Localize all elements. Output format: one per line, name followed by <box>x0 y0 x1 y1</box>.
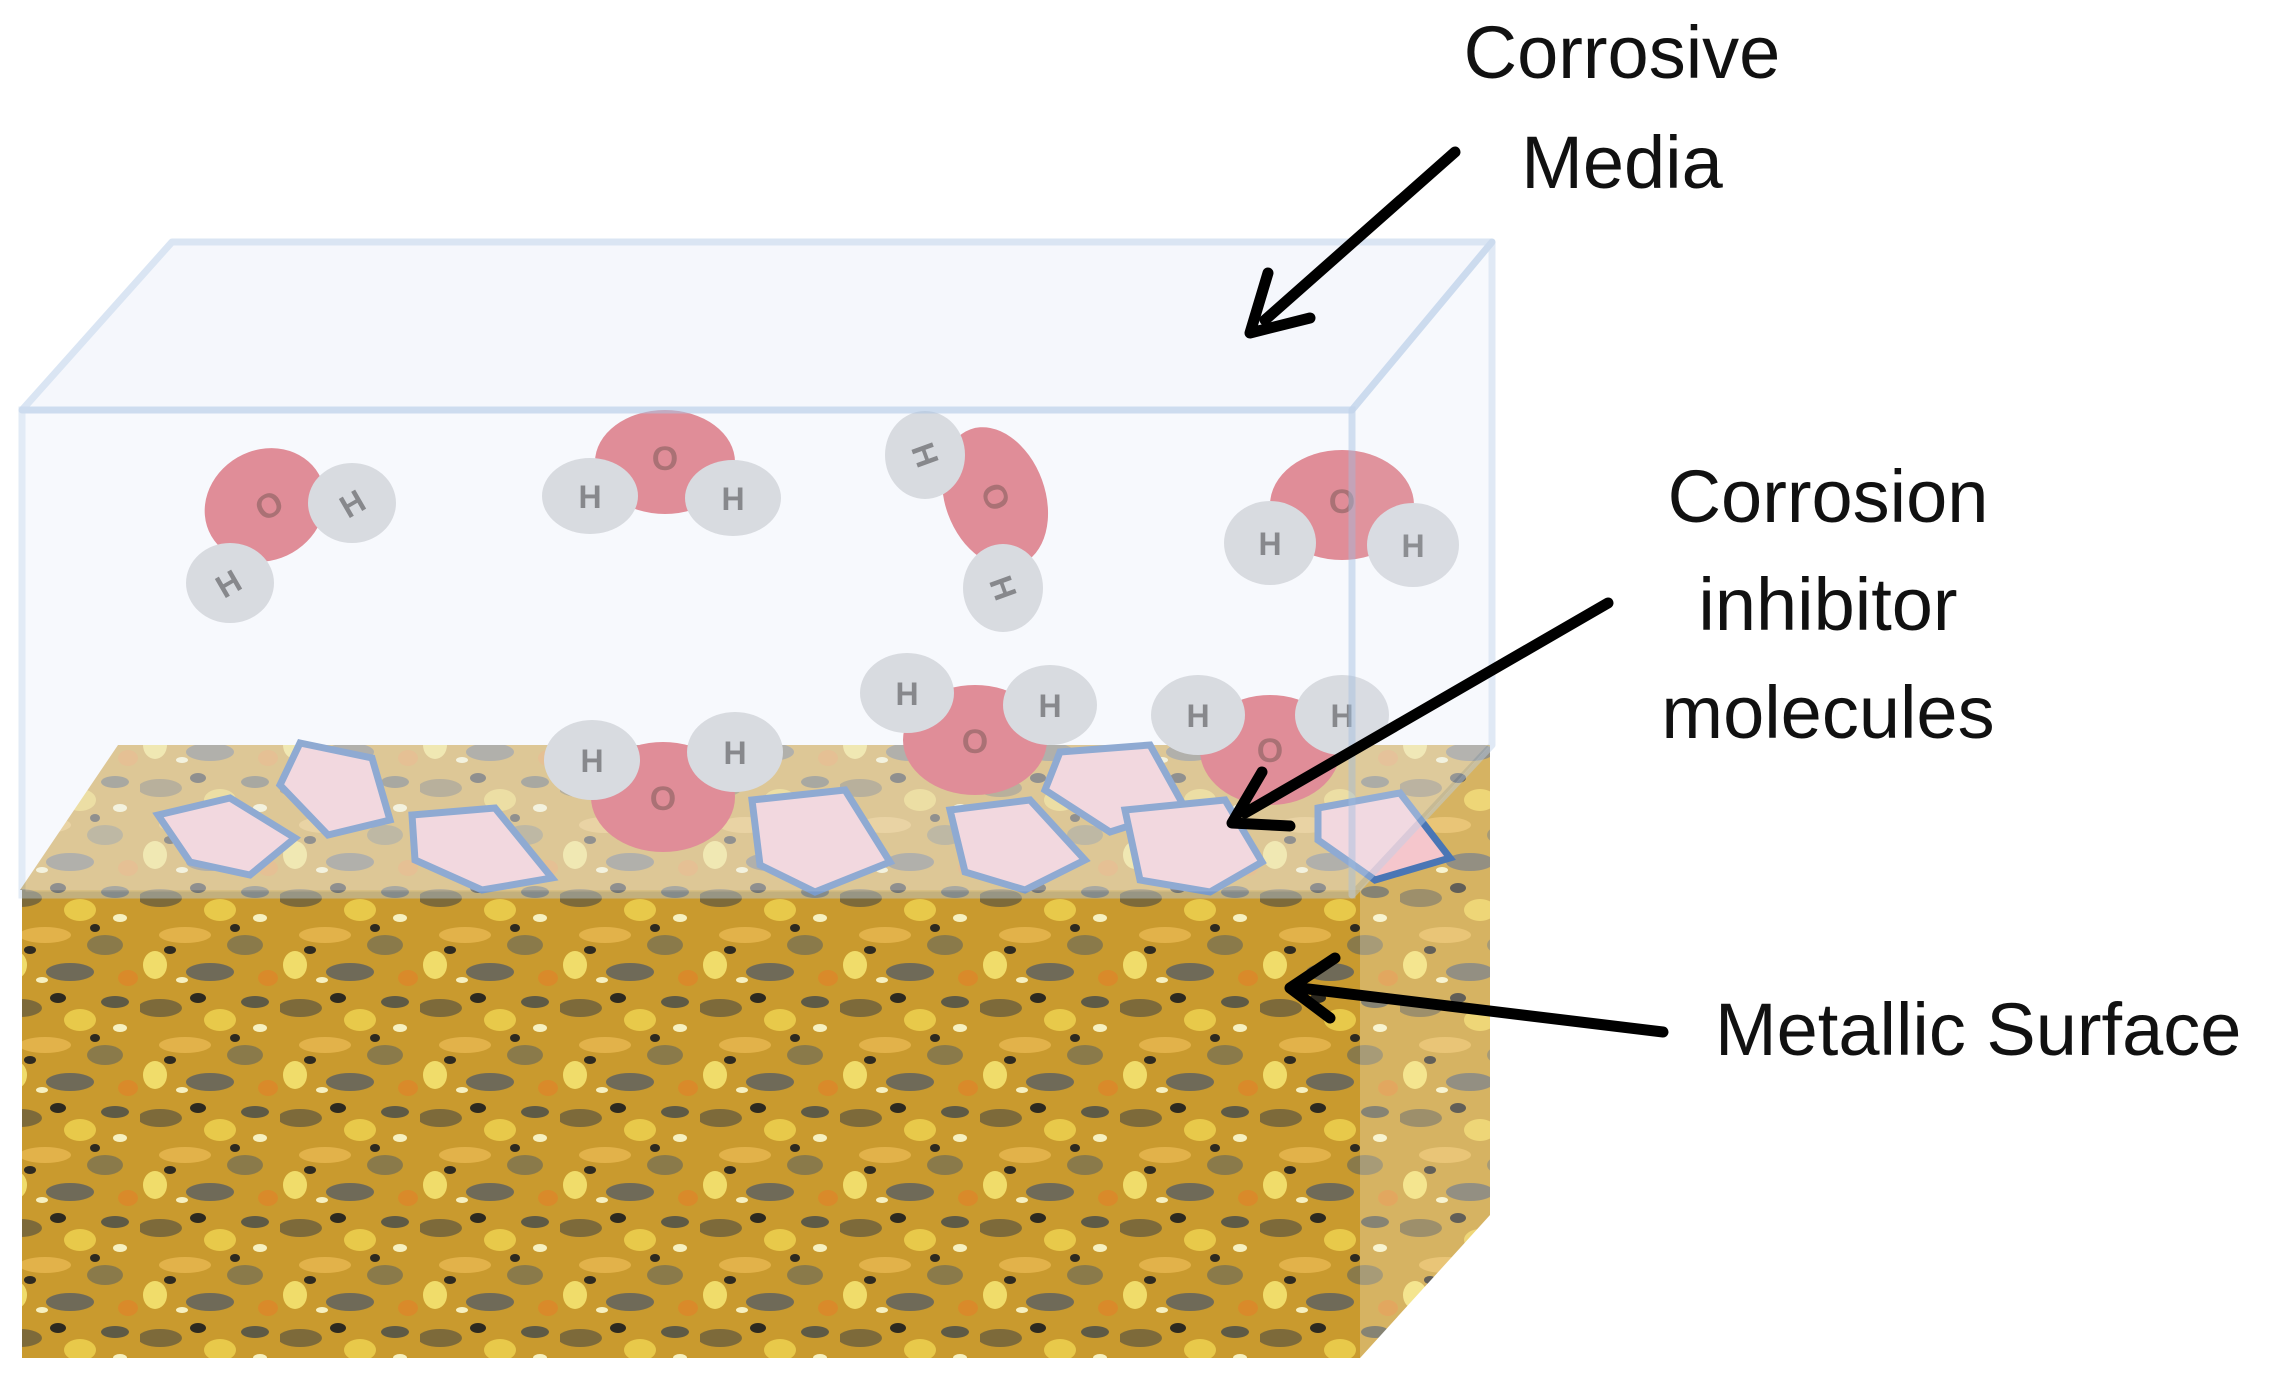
label-inhibitor-line3: molecules <box>1661 671 1994 754</box>
labels: Corrosive Media Corrosion inhibitor mole… <box>1464 11 2242 1071</box>
arrowhead-media <box>1244 267 1316 339</box>
metal-block <box>20 745 1490 1358</box>
inhibitor-molecule <box>275 739 395 839</box>
hydrogen-atom <box>860 653 954 733</box>
hydrogen-atom <box>885 411 965 499</box>
arrow-to-metal <box>1294 982 1669 1038</box>
oxygen-symbol: O <box>650 780 676 818</box>
arrowhead-inhibitor <box>1226 766 1296 832</box>
hydrogen-symbol: H <box>580 743 603 779</box>
water-molecule: O H H <box>542 410 781 536</box>
media-front-face <box>18 406 1356 899</box>
hydrogen-atom <box>1224 501 1316 585</box>
inhibitor-layer <box>152 739 1456 896</box>
hydrogen-symbol: H <box>1401 528 1424 564</box>
label-inhibitor-line1: Corrosion <box>1668 455 1989 538</box>
inhibitor-molecule <box>945 796 1091 894</box>
hydrogen-symbol: H <box>723 735 746 771</box>
oxygen-symbol: O <box>652 440 678 478</box>
oxygen-atom <box>941 427 1049 567</box>
hydrogen-symbol: H <box>1258 526 1281 562</box>
metal-side-shade <box>1360 745 1490 1358</box>
media-top-face <box>18 238 1496 414</box>
water-molecule: O H H <box>1224 450 1459 587</box>
corrosive-media-box <box>18 238 1496 899</box>
hydrogen-symbol: H <box>1330 698 1353 734</box>
metal-front-face <box>22 890 1360 1358</box>
inhibitor-molecule <box>408 804 559 894</box>
hydrogen-atom <box>687 712 783 792</box>
inhibitor-molecule <box>1314 789 1456 884</box>
hydrogen-symbol: H <box>1038 688 1061 724</box>
label-metallic-surface: Metallic Surface <box>1715 988 2241 1071</box>
hydrogen-atom <box>1367 503 1459 587</box>
oxygen-symbol: O <box>1329 483 1355 521</box>
water-molecule: O H H <box>885 411 1049 632</box>
annotation-arrows <box>1226 146 1669 1038</box>
hydrogen-atom <box>186 543 274 623</box>
metal-side-face <box>1360 745 1490 1358</box>
hydrogen-symbol: H <box>721 481 744 517</box>
hydrogen-atom <box>542 458 638 534</box>
arrowhead-metal <box>1284 952 1341 1024</box>
hydrogen-atom <box>1295 675 1389 755</box>
water-molecule: O H H <box>544 712 783 852</box>
hydrogen-symbol: H <box>1186 698 1209 734</box>
arrow-to-media <box>1259 146 1461 326</box>
arrow-to-inhibitor <box>1239 597 1614 819</box>
hydrogen-symbol: H <box>578 479 601 515</box>
label-inhibitor-line2: inhibitor <box>1698 563 1957 646</box>
water-molecule: O H H <box>186 448 396 623</box>
oxygen-symbol: O <box>1257 732 1283 770</box>
label-corrosive-media-line2: Media <box>1521 121 1723 204</box>
oxygen-atom <box>204 448 326 562</box>
hydrogen-atom <box>1003 665 1097 745</box>
hydrogen-symbol: H <box>895 676 918 712</box>
hydrogen-atom <box>544 720 640 800</box>
inhibitor-molecule <box>748 786 896 896</box>
oxygen-symbol: O <box>962 723 988 761</box>
hydrogen-atom <box>1151 675 1245 755</box>
hydrogen-atom <box>685 460 781 536</box>
hydrogen-atom <box>963 544 1043 632</box>
label-corrosive-media-line1: Corrosive <box>1464 11 1781 94</box>
hydrogen-atom <box>308 463 396 543</box>
water-molecule: O H H <box>860 653 1097 795</box>
inhibitor-molecule <box>152 794 302 879</box>
